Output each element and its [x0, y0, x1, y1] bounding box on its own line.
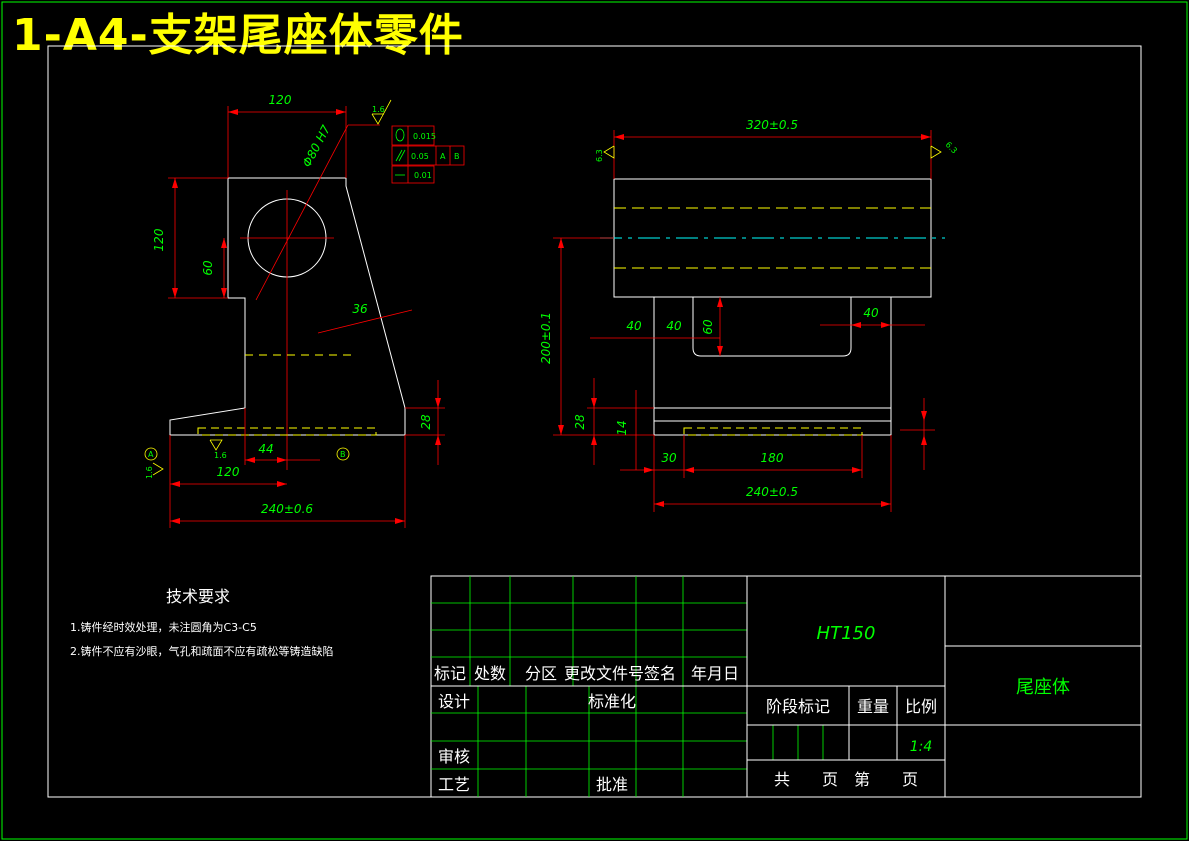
notes-heading: 技术要求	[166, 587, 230, 606]
label-weight: 重量	[857, 697, 889, 716]
label-stage-mark: 阶段标记	[766, 697, 830, 716]
front-roughness-left: 6.3	[595, 149, 604, 162]
scale-value: 1:4	[910, 739, 933, 755]
part-name: 尾座体	[1016, 677, 1070, 698]
base-slot-hidden	[197, 427, 377, 436]
dim-slot-depth: 60	[701, 319, 715, 335]
dim-left-b: 40	[666, 319, 682, 333]
sheet-count: 共 页 第 页	[774, 770, 918, 789]
side-view: 120 120 60 Φ80 H7 36 28 44 120 240±0.6 1…	[144, 93, 465, 528]
note-2: 2.铸件不应有沙眼，气孔和疏面不应有疏松等铸造缺陷	[70, 644, 334, 658]
dim-slot-width: 180	[761, 451, 784, 465]
rev-header-zone: 分区	[525, 664, 557, 683]
tol-ref-b: B	[454, 152, 460, 161]
dim-foot-step: 14	[615, 420, 629, 435]
label-check: 审核	[438, 747, 470, 766]
note-1: 1.铸件经时效处理，未注圆角为C3-C5	[70, 620, 257, 634]
dim-top-width: 120	[269, 93, 292, 107]
roughness-base: 1.6	[214, 451, 227, 460]
front-view: 320±0.5 200±0.1 40 40 60 40 28 14 30 180…	[539, 118, 959, 512]
datum-a: A	[148, 450, 154, 459]
side-view-outline	[169, 177, 406, 436]
front-lower-body	[653, 297, 892, 436]
dim-height-left: 120	[152, 228, 166, 251]
tol-straight-value: 0.01	[414, 171, 432, 180]
datum-b: B	[340, 450, 346, 459]
roughness-top: 1.6	[372, 105, 385, 114]
rev-header-sign: 签名	[644, 664, 676, 683]
rev-header-count: 处数	[474, 664, 506, 683]
technical-notes: 技术要求 1.铸件经时效处理，未注圆角为C3-C5 2.铸件不应有沙眼，气孔和疏…	[70, 587, 334, 658]
label-design: 设计	[438, 692, 470, 711]
title-block: 标记 处数 分区 更改文件号 签名 年月日 设计 标准化 审核 工艺 批准 HT…	[430, 575, 1142, 798]
roughness-left: 1.6	[145, 466, 154, 479]
tol-ref-a: A	[440, 152, 446, 161]
label-scale: 比例	[905, 697, 937, 716]
label-process: 工艺	[438, 775, 470, 794]
front-roughness-right: 6.3	[944, 140, 959, 155]
label-standard: 标准化	[588, 692, 636, 711]
rev-header-doc: 更改文件号	[564, 664, 644, 683]
rev-header-mark: 标记	[434, 664, 466, 683]
dim-left-a: 40	[626, 319, 642, 333]
dim-half-base: 120	[217, 465, 240, 479]
tol-parallel-value: 0.05	[411, 152, 429, 161]
dim-front-base: 240±0.5	[746, 485, 798, 499]
dim-rib: 36	[352, 302, 368, 316]
dim-base: 240±0.6	[261, 502, 313, 516]
label-approve: 批准	[596, 775, 628, 794]
dim-front-center-height: 200±0.1	[539, 312, 553, 364]
dim-offset: 44	[258, 442, 273, 456]
drawing-title: 1-A4-支架尾座体零件	[12, 10, 464, 61]
dim-right: 40	[863, 306, 879, 320]
rev-header-date: 年月日	[691, 664, 739, 683]
tol-flatness-value: 0.015	[413, 132, 436, 141]
dim-length: 320±0.5	[746, 118, 798, 132]
dim-center-height: 60	[201, 260, 215, 276]
dim-foot-height: 28	[419, 414, 433, 430]
dim-foot-offset: 30	[661, 451, 677, 465]
dim-front-foot-height: 28	[573, 414, 587, 430]
material: HT150	[817, 623, 876, 644]
